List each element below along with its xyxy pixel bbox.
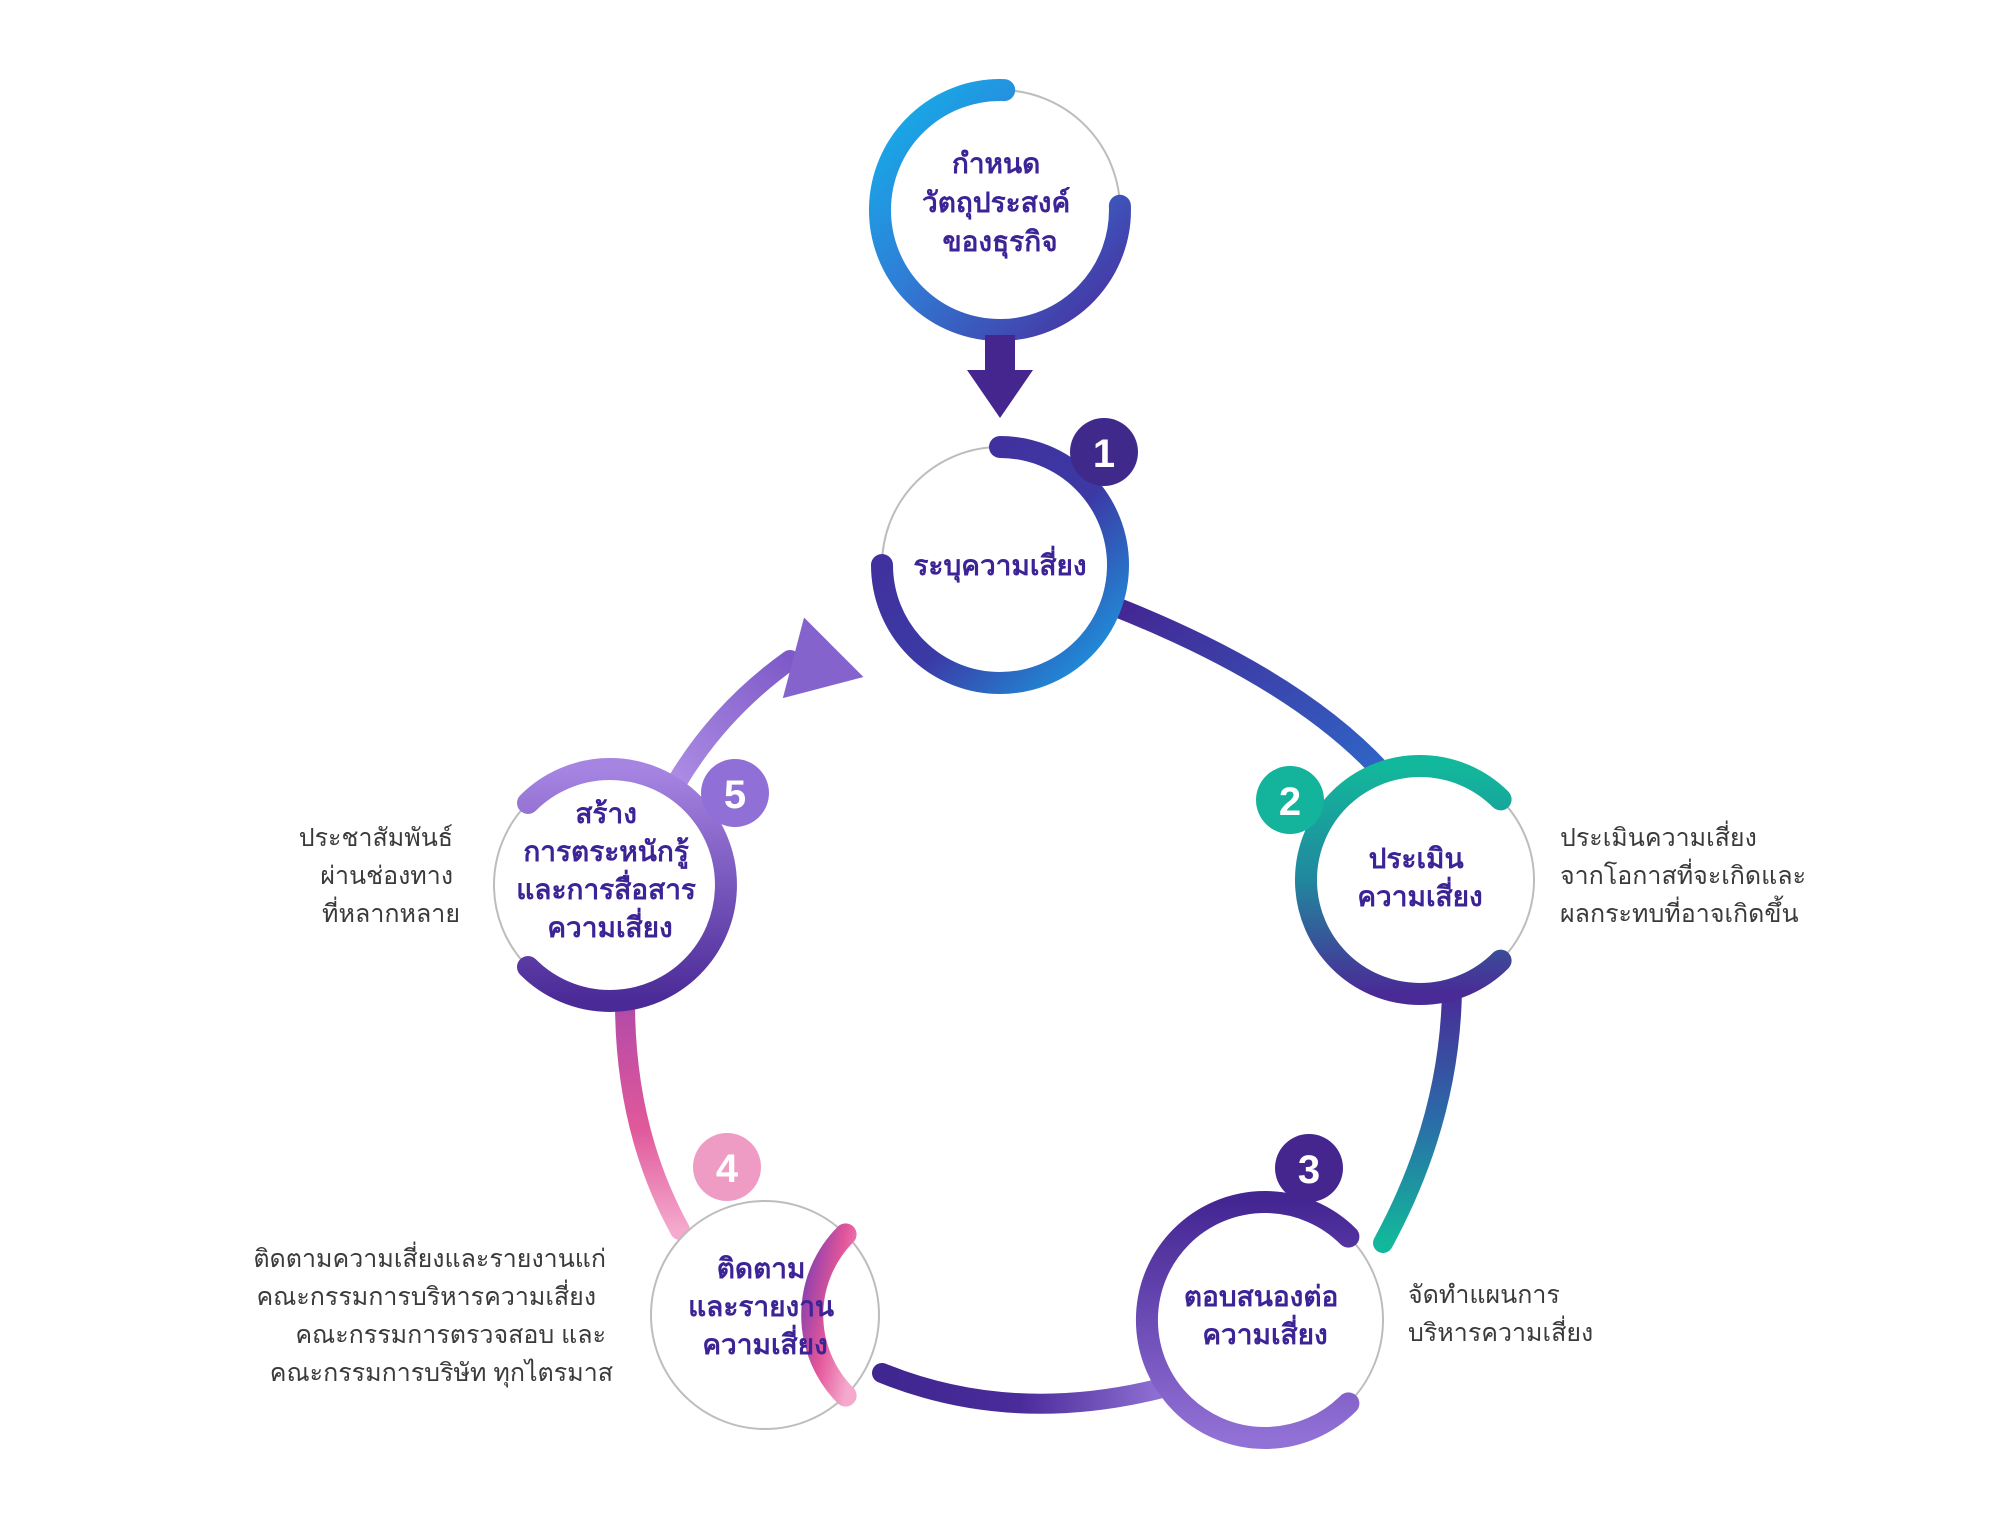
step-5-number: 5: [724, 773, 746, 817]
connector-1-to-2: [1106, 597, 1395, 785]
step-2-description: ประเมินความเสี่ยง จากโอกาสที่จะเกิดและ ผ…: [1560, 820, 1813, 928]
step-5-badge: [701, 759, 769, 827]
step-2-arc: [1295, 755, 1512, 1005]
step-2-badge: [1256, 766, 1324, 834]
objective-circle: กำหนด วัตถุประสงค์ ของธุรกิจ: [868, 79, 1131, 342]
step-5-circle: 5 สร้าง การตระหนักรู้ และการสื่อสาร ความ…: [493, 758, 769, 1012]
cycle-connectors: [615, 597, 1462, 1414]
step-3-title: ตอบสนองต่อ ความเสี่ยง: [1184, 1281, 1346, 1350]
down-arrow-icon: [967, 335, 1033, 418]
step-4-circle: 4 ติดตาม และรายงาน ความเสี่ยง: [650, 1133, 880, 1430]
step-3-description: จัดทำแผนการ บริหารความเสี่ยง: [1408, 1281, 1593, 1347]
arrow-5-to-1-head: [782, 617, 864, 699]
step-5-title: สร้าง การตระหนักรู้ และการสื่อสาร ความเส…: [516, 798, 704, 943]
step-3-arc: [1135, 1191, 1360, 1449]
step-4-title: ติดตาม และรายงาน ความเสี่ยง: [688, 1253, 842, 1360]
step-1-arc: [871, 436, 1129, 694]
step-2-circle: 2 ประเมิน ความเสี่ยง: [1256, 755, 1535, 1005]
connector-3-to-4: [872, 1363, 1168, 1414]
step-1-number: 1: [1093, 432, 1115, 476]
step-5-description: ประชาสัมพันธ์ ผ่านช่องทาง ที่หลากหลาย: [299, 824, 460, 928]
step-5-arc: [517, 758, 737, 1012]
objective-circle-arc: [868, 79, 1131, 342]
step-1-circle: 1 ระบุความเสี่ยง: [871, 418, 1138, 694]
step-1-badge: [1070, 418, 1138, 486]
step-3-badge: [1275, 1134, 1343, 1202]
step-4-number: 4: [716, 1147, 739, 1191]
connector-2-to-3: [1373, 980, 1462, 1253]
step-3-circle: 3 ตอบสนองต่อ ความเสี่ยง: [1135, 1134, 1384, 1449]
step-2-number: 2: [1279, 780, 1301, 824]
connector-5-to-1: [667, 650, 800, 792]
step-4-badge: [693, 1133, 761, 1201]
step-2-title: ประเมิน ความเสี่ยง: [1357, 843, 1482, 912]
objective-title: กำหนด วัตถุประสงค์ ของธุรกิจ: [922, 148, 1078, 259]
step-1-title: ระบุความเสี่ยง: [913, 545, 1086, 583]
connector-4-to-5: [615, 992, 690, 1240]
step-4-arc: [801, 1223, 857, 1407]
step-3-number: 3: [1298, 1148, 1320, 1192]
step-4-description: ติดตามความเสี่ยงและรายงานแก่ คณะกรรมการบ…: [253, 1241, 613, 1388]
